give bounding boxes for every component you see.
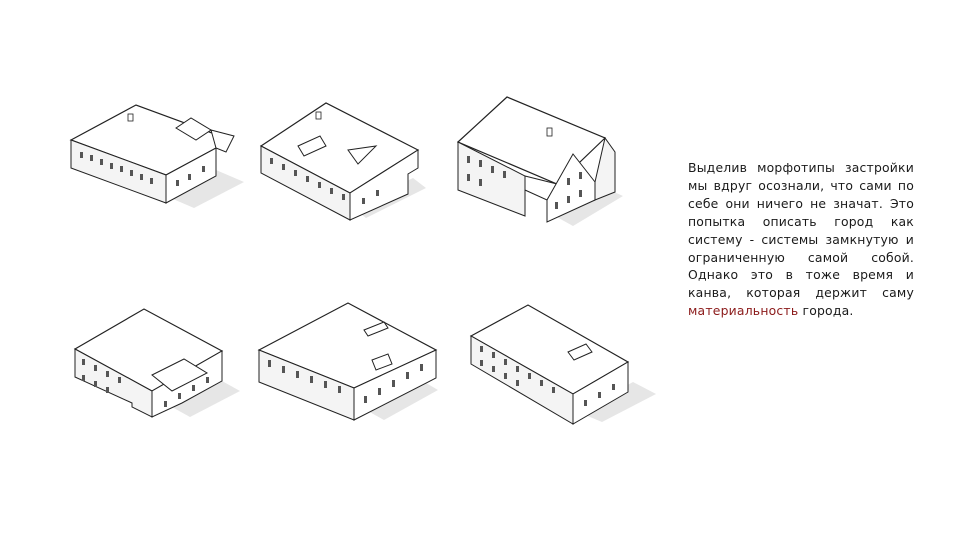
building-illustration-3: [455, 92, 625, 232]
body-text-end: города.: [798, 303, 854, 319]
building-illustration-1: [66, 100, 246, 210]
building-illustration-5: [256, 300, 441, 425]
building-illustration-2: [258, 98, 428, 223]
body-text-main: Выделив морфотипы застройки мы вдруг осо…: [688, 160, 914, 301]
building-illustration-6: [468, 302, 658, 427]
body-text: Выделив морфотипы застройки мы вдруг осо…: [688, 159, 914, 320]
highlighted-term: материальность: [688, 303, 799, 319]
building-illustration-4: [72, 303, 242, 423]
